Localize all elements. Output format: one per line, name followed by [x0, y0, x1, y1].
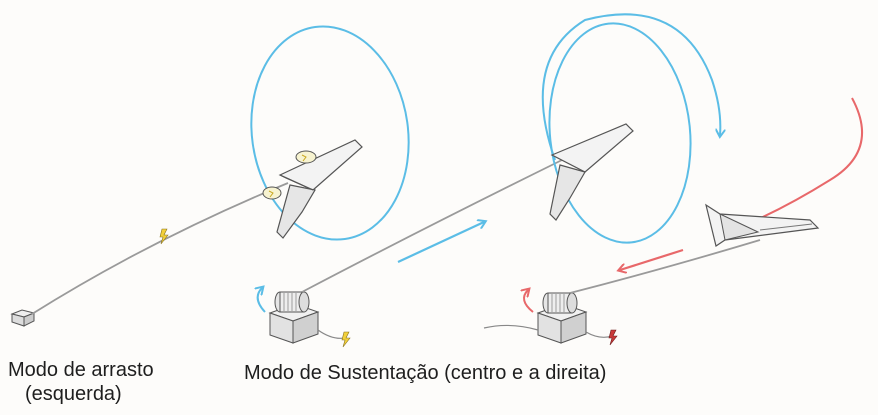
- aircraft-right: [705, 203, 820, 247]
- lightning-icon: [159, 228, 169, 245]
- return-path: [751, 97, 864, 223]
- lift-mode-reel-in-group: [483, 97, 864, 346]
- aircraft-center: [549, 123, 634, 221]
- ground-anchor: [10, 309, 36, 327]
- drag-mode-group: [10, 25, 410, 327]
- caption-lift-mode: Modo de Sustentação (centro e a direita): [244, 362, 607, 384]
- caption-drag-mode-sub: (esquerda): [25, 383, 122, 405]
- ground-station-right: [536, 292, 588, 344]
- lift-mode-reel-out-group: [258, 13, 721, 348]
- lightning-icon: [341, 331, 351, 348]
- power-cable-right-in: [483, 324, 539, 331]
- ground-station-center: [268, 291, 320, 344]
- tether-right: [569, 239, 761, 294]
- flight-path-center: [548, 22, 692, 244]
- flight-path-drag: [250, 25, 410, 241]
- caption-drag-mode: Modo de arrasto: [8, 359, 154, 381]
- aircraft-drag: [262, 139, 363, 239]
- rotation-arrow-icon: [258, 288, 266, 313]
- power-cable-center: [317, 329, 346, 339]
- rotation-arrow-icon: [524, 290, 534, 313]
- tether-center: [301, 159, 563, 293]
- power-cable-right-out: [585, 331, 613, 338]
- flight-path-center-loop: [541, 13, 721, 161]
- lightning-icon: [608, 329, 618, 346]
- reel-out-arrow: [397, 222, 484, 263]
- tether-drag: [31, 182, 289, 315]
- reel-in-arrow: [620, 248, 684, 270]
